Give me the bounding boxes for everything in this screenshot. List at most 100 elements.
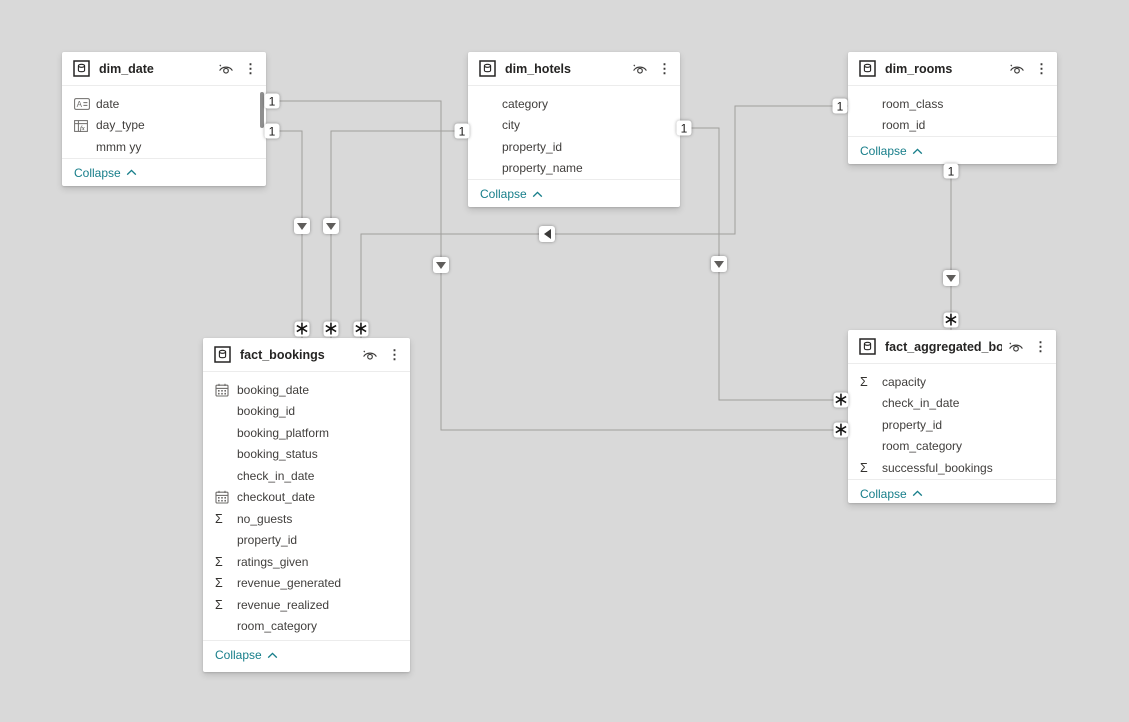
field-row[interactable]: check_in_date bbox=[848, 393, 1056, 415]
field-name: property_name bbox=[502, 161, 583, 176]
field-row[interactable]: room_category bbox=[848, 436, 1056, 458]
field-name: successful_bookings bbox=[882, 460, 993, 475]
relationship-line[interactable] bbox=[330, 130, 469, 340]
field-name: room_class bbox=[882, 96, 944, 111]
field-row[interactable]: booking_id bbox=[203, 401, 410, 423]
field-name: property_id bbox=[237, 533, 298, 548]
field-name: city bbox=[502, 118, 520, 133]
field-row[interactable]: checkout_date bbox=[203, 487, 410, 509]
relationship-line[interactable] bbox=[680, 127, 848, 401]
more-options-icon[interactable]: ⋮ bbox=[244, 61, 257, 76]
more-options-icon[interactable]: ⋮ bbox=[388, 347, 401, 362]
more-options-icon[interactable]: ⋮ bbox=[658, 61, 671, 76]
table-card-header[interactable]: dim_hotels⋮ bbox=[468, 52, 680, 86]
vertical-scrollbar[interactable] bbox=[260, 92, 264, 128]
sigma-glyph: Σ bbox=[215, 576, 223, 590]
field-row[interactable]: room_class bbox=[848, 93, 1057, 115]
table-title: dim_rooms bbox=[885, 61, 953, 76]
field-row[interactable]: room_id bbox=[848, 115, 1057, 137]
collapse-toggle[interactable]: Collapse bbox=[848, 478, 1056, 504]
field-row[interactable]: booking_status bbox=[203, 444, 410, 466]
table-card-header[interactable]: dim_rooms ⋮ bbox=[848, 52, 1057, 86]
table-card-header[interactable]: fact_aggregated_boo...⋮ bbox=[848, 330, 1056, 364]
field-row[interactable]: property_id bbox=[203, 530, 410, 552]
calendar-icon bbox=[215, 383, 237, 397]
table-title: dim_date bbox=[99, 61, 154, 76]
collapse-toggle[interactable]: Collapse bbox=[62, 157, 266, 187]
field-row[interactable]: property_id bbox=[468, 136, 680, 158]
cardinality-many-marker: ∗ bbox=[833, 419, 849, 441]
relationship-line[interactable] bbox=[360, 105, 848, 340]
field-row[interactable]: mmm yy bbox=[62, 136, 266, 158]
eye-icon[interactable] bbox=[632, 63, 648, 75]
chevron-up-icon bbox=[912, 147, 923, 155]
collapse-label: Collapse bbox=[860, 486, 907, 501]
field-name: check_in_date bbox=[237, 468, 315, 483]
field-name: category bbox=[502, 96, 549, 111]
field-name: date bbox=[96, 96, 120, 111]
field-list: room_class room_id bbox=[848, 86, 1057, 136]
more-options-icon[interactable]: ⋮ bbox=[1035, 61, 1048, 76]
field-row[interactable]: booking_date bbox=[203, 379, 410, 401]
field-row[interactable]: check_in_date bbox=[203, 465, 410, 487]
field-name: day_type bbox=[96, 118, 145, 133]
field-row[interactable]: room_category bbox=[203, 616, 410, 638]
table-card-header[interactable]: fact_bookings⋮ bbox=[203, 338, 410, 372]
filter-direction-arrow bbox=[943, 270, 959, 286]
collapse-toggle[interactable]: Collapse bbox=[848, 136, 1057, 164]
sigma-glyph: Σ bbox=[215, 597, 223, 612]
sigma-icon: Σ bbox=[215, 577, 237, 590]
field-row[interactable]: city bbox=[468, 115, 680, 137]
chevron-up-icon bbox=[126, 169, 137, 176]
eye-icon[interactable] bbox=[218, 63, 234, 75]
collapse-label: Collapse bbox=[860, 144, 907, 158]
cardinality-one-marker: 1 bbox=[943, 163, 959, 179]
eye-icon[interactable] bbox=[362, 349, 378, 361]
collapse-toggle[interactable]: Collapse bbox=[468, 179, 680, 207]
table-icon bbox=[214, 346, 231, 363]
table-icon bbox=[859, 338, 876, 355]
filter-direction-arrow bbox=[294, 218, 310, 234]
field-row[interactable]: booking_platform bbox=[203, 422, 410, 444]
cardinality-one-marker: 1 bbox=[676, 120, 692, 136]
field-name: booking_date bbox=[237, 382, 310, 397]
sigma-icon: Σ bbox=[215, 512, 237, 526]
field-row[interactable]: property_id bbox=[848, 414, 1056, 436]
field-name: checkout_date bbox=[237, 490, 316, 505]
relationship-line[interactable] bbox=[266, 130, 303, 340]
field-name: booking_platform bbox=[237, 425, 330, 440]
calendar-icon bbox=[215, 490, 237, 504]
field-row[interactable]: property_name bbox=[468, 158, 680, 180]
field-row[interactable]: category bbox=[468, 93, 680, 115]
sigma-icon: Σ bbox=[215, 555, 237, 569]
table-card-header[interactable]: dim_date ⋮ bbox=[62, 52, 266, 86]
chevron-up-icon bbox=[532, 190, 543, 198]
cardinality-one-marker: 1 bbox=[454, 123, 470, 139]
cardinality-many-marker: ∗ bbox=[294, 318, 310, 340]
table-card-fact_aggregated_boo[interactable]: fact_aggregated_boo...⋮ Σcapacitycheck_in… bbox=[848, 330, 1056, 503]
cardinality-one-marker: 1 bbox=[832, 98, 848, 114]
field-name: revenue_generated bbox=[237, 576, 342, 591]
more-options-icon[interactable]: ⋮ bbox=[1034, 339, 1047, 354]
field-name: no_guests bbox=[237, 511, 293, 526]
eye-icon[interactable] bbox=[1008, 341, 1024, 353]
eye-icon[interactable] bbox=[1009, 63, 1025, 75]
field-name: revenue_realized bbox=[237, 597, 330, 612]
table-icon bbox=[859, 60, 876, 77]
collapse-toggle[interactable]: Collapse bbox=[203, 640, 410, 672]
